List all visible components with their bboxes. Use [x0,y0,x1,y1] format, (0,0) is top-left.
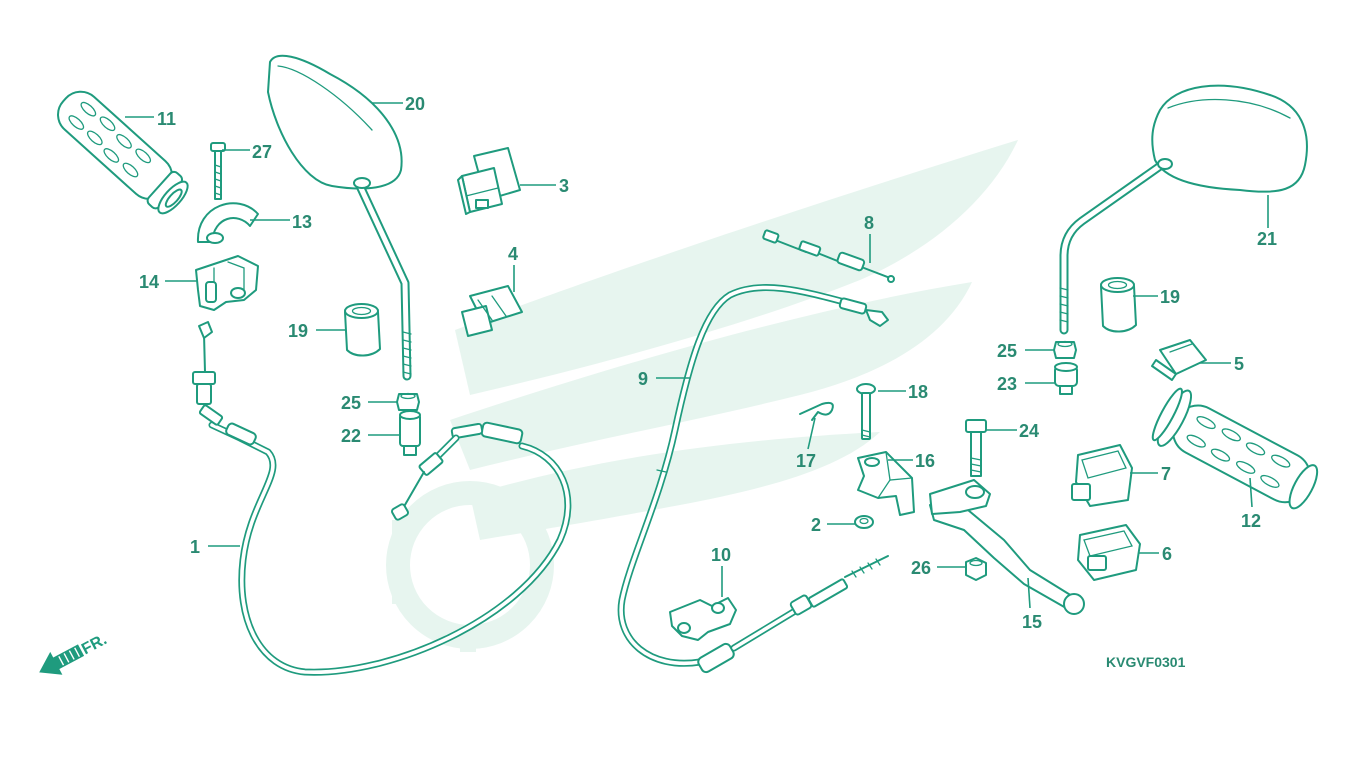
callout-25-left: 25 [341,393,361,413]
callout-18: 18 [908,382,928,402]
clip-10 [669,597,737,641]
callout-21: 21 [1257,229,1277,249]
callout-10: 10 [711,545,731,565]
left-mirror [267,54,412,381]
bolt-18 [856,383,876,440]
callout-12: 12 [1241,511,1261,531]
callout-labels: 11 27 13 14 20 3 4 19 25 22 1 8 9 10 17 … [139,94,1277,632]
callout-24: 24 [1019,421,1039,441]
callout-6: 6 [1162,544,1172,564]
cap-19-right [1100,277,1137,333]
callout-27: 27 [252,142,272,162]
clip-17 [799,401,834,421]
cable-1 [192,321,572,676]
callout-22: 22 [341,426,361,446]
callout-26: 26 [911,558,931,578]
nut-2 [854,515,874,529]
clamp-13 [196,202,259,244]
switch-4 [461,285,523,337]
callout-8: 8 [864,213,874,233]
callout-11: 11 [157,109,176,129]
callout-17: 17 [796,451,816,471]
leader-lines [125,102,1269,609]
left-grip [57,90,189,215]
switch-3 [457,147,521,215]
callout-23: 23 [997,374,1017,394]
switch-7 [1071,444,1133,507]
nut-25-right [1053,340,1077,359]
right-grip [1151,387,1319,510]
bracket-16 [857,451,915,516]
callout-16: 16 [915,451,935,471]
callout-5: 5 [1234,354,1244,374]
lever-15 [929,479,1085,615]
callout-7: 7 [1161,464,1171,484]
callout-4: 4 [508,244,518,264]
watermark-wing [386,140,1018,652]
diagram-code: KVGVF0301 [1106,654,1186,670]
nut-26 [965,557,987,581]
callout-3: 3 [559,176,569,196]
front-direction-arrow: FR. [39,631,110,675]
nut-23 [1054,362,1078,395]
nut-25-left [396,392,420,411]
callout-15: 15 [1022,612,1042,632]
switch-6 [1077,524,1141,581]
nut-22 [399,410,421,456]
screw-27 [210,142,226,200]
front-direction-label: FR. [79,631,110,658]
callout-19-left: 19 [288,321,308,341]
switch-5 [1151,339,1207,381]
callout-19-right: 19 [1160,287,1180,307]
bolt-24 [965,419,987,477]
cable-9 [617,284,889,674]
callout-2: 2 [811,515,821,535]
harness-8 [762,229,895,283]
right-mirror [1059,84,1308,335]
cap-19-left [344,303,381,357]
callout-1: 1 [190,537,200,557]
callout-13: 13 [292,212,312,232]
callout-14: 14 [139,272,159,292]
callout-20: 20 [405,94,425,114]
bracket-14 [195,255,259,311]
callout-25-right: 25 [997,341,1017,361]
callout-9: 9 [638,369,648,389]
